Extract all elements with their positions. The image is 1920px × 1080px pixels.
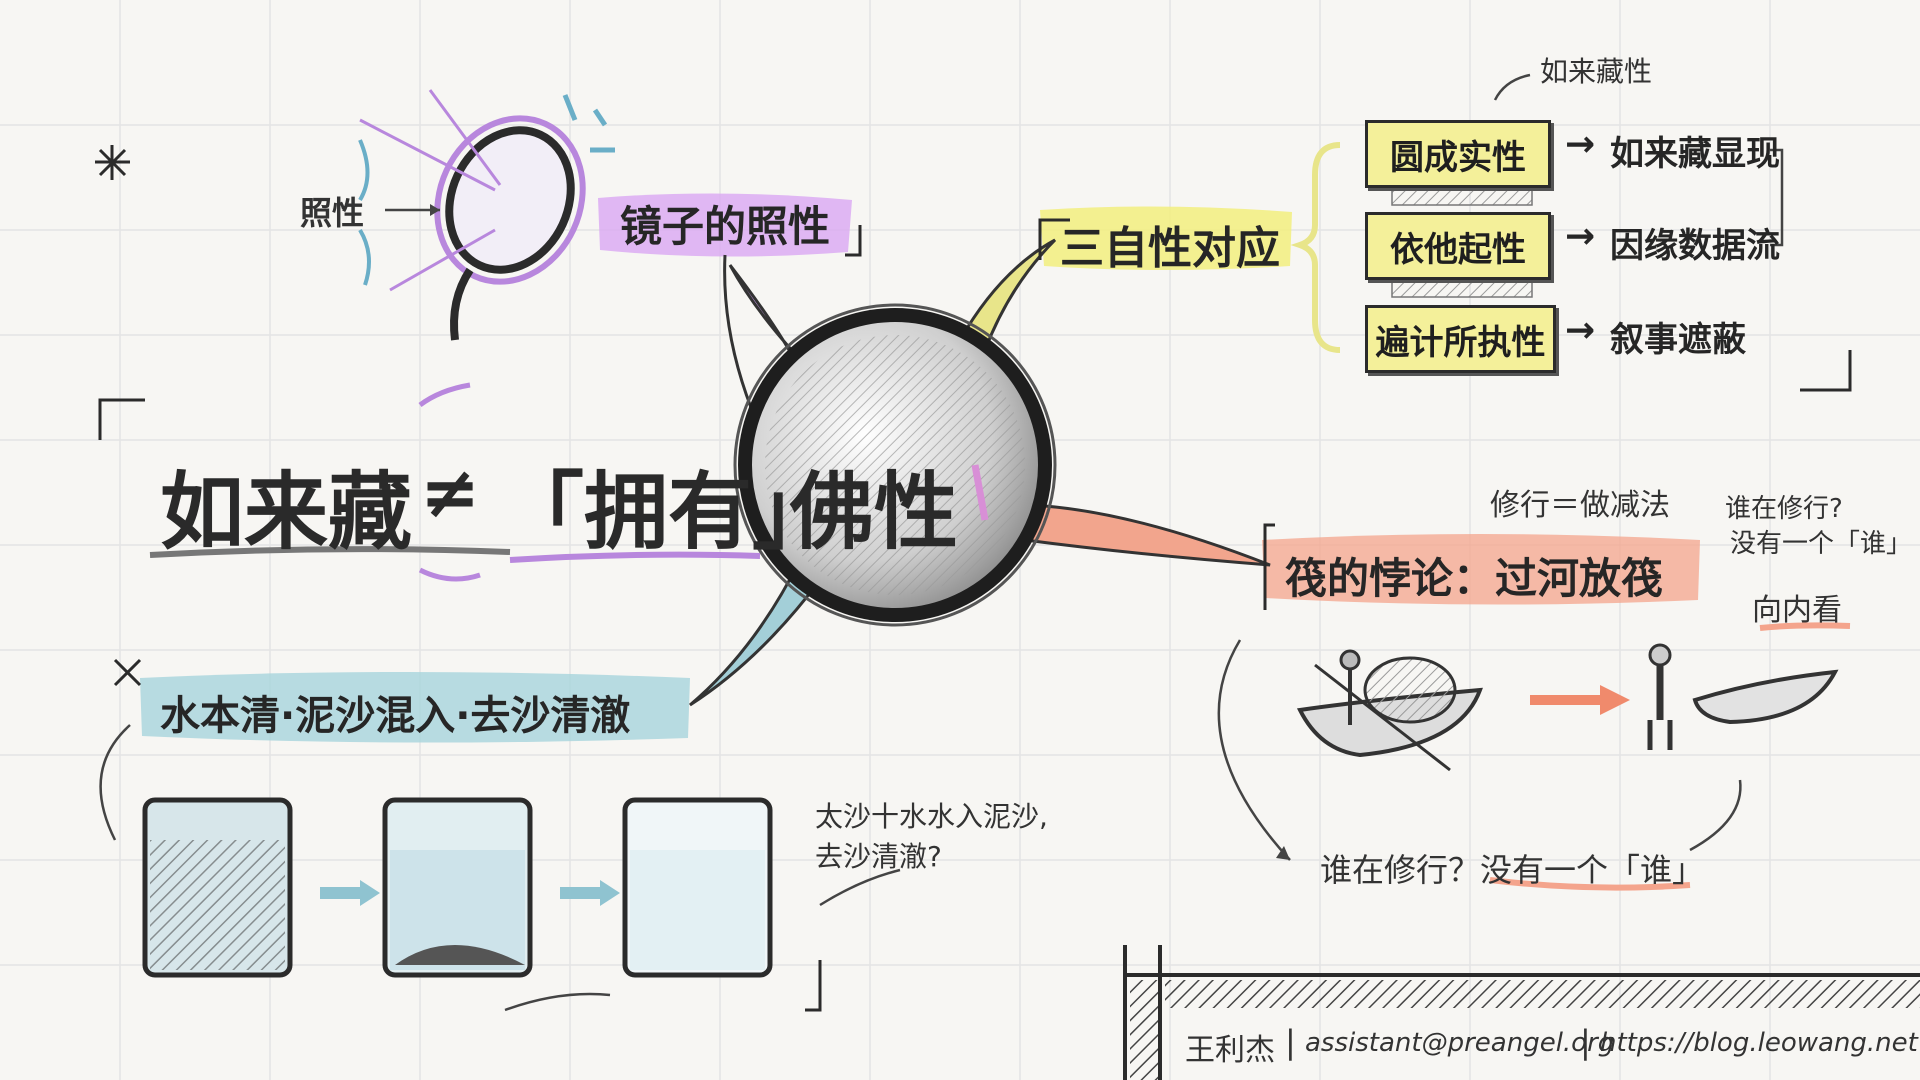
raft-note-top: 修行＝做减法 [1490,488,1670,523]
footer-email[interactable]: assistant@preangel.org [1305,1028,1615,1058]
three-natures-connectors [1290,73,1784,353]
title-part-1: 如来藏 [160,463,413,561]
beaker-sequence-icon [99,724,901,1012]
footer-sep-1: | [1285,1023,1296,1061]
three-natures-top-note: 如来藏性 [1540,55,1653,88]
water-side-note-1: 太沙十水水入泥沙, [815,800,1048,833]
nature-box-dependent: 依他起性 [1365,212,1551,280]
raft-note-right-2: 没有一个「谁」 [1730,529,1913,559]
raft-note-inward: 向内看 [1752,593,1842,628]
water-heading: 水本清·泥沙混入·去沙清澈 [160,693,631,739]
nature-arrow-3: → [1565,310,1596,351]
footer-url[interactable]: https://blog.leowang.net [1600,1028,1918,1058]
central-lens-icon [733,303,1057,627]
title-part-2: 「拥有」 [500,463,837,561]
water-side-note-2: 去沙清澈? [815,840,942,873]
raft-scene-icon [1217,622,1851,891]
nature-box-perfected: 圆成实性 [1365,120,1551,188]
three-natures-heading: 三自性对应 [1060,223,1280,274]
raft-note-right-1: 谁在修行? [1725,494,1843,524]
nature-arrow-1: → [1565,124,1596,165]
decorative-marks [95,145,1852,1012]
nature-arrow-2: → [1565,216,1596,257]
raft-bottom-note: 谁在修行？没有一个「谁」 [1320,851,1705,889]
footer-bar [1123,945,1920,1080]
footer-author: 王利杰 [1185,1033,1275,1068]
nature-box-imagined: 遍计所执性 [1365,305,1556,373]
title-neq: ≠ [420,450,481,534]
mirror-icon [358,89,615,341]
footer-sep-2: | [1580,1023,1591,1061]
nature-result-1: 如来藏显现 [1610,134,1780,174]
nature-result-2: 因缘数据流 [1610,226,1780,266]
title-part-3: 佛性 [790,463,959,561]
mirror-note: 照性 [300,194,365,232]
raft-heading: 筏的悖论：过河放筏 [1285,554,1664,603]
label-highlights [140,193,1700,743]
title-underlines [149,382,989,582]
nature-result-3: 叙事遮蔽 [1610,320,1746,360]
mirror-heading: 镜子的照性 [620,202,831,251]
